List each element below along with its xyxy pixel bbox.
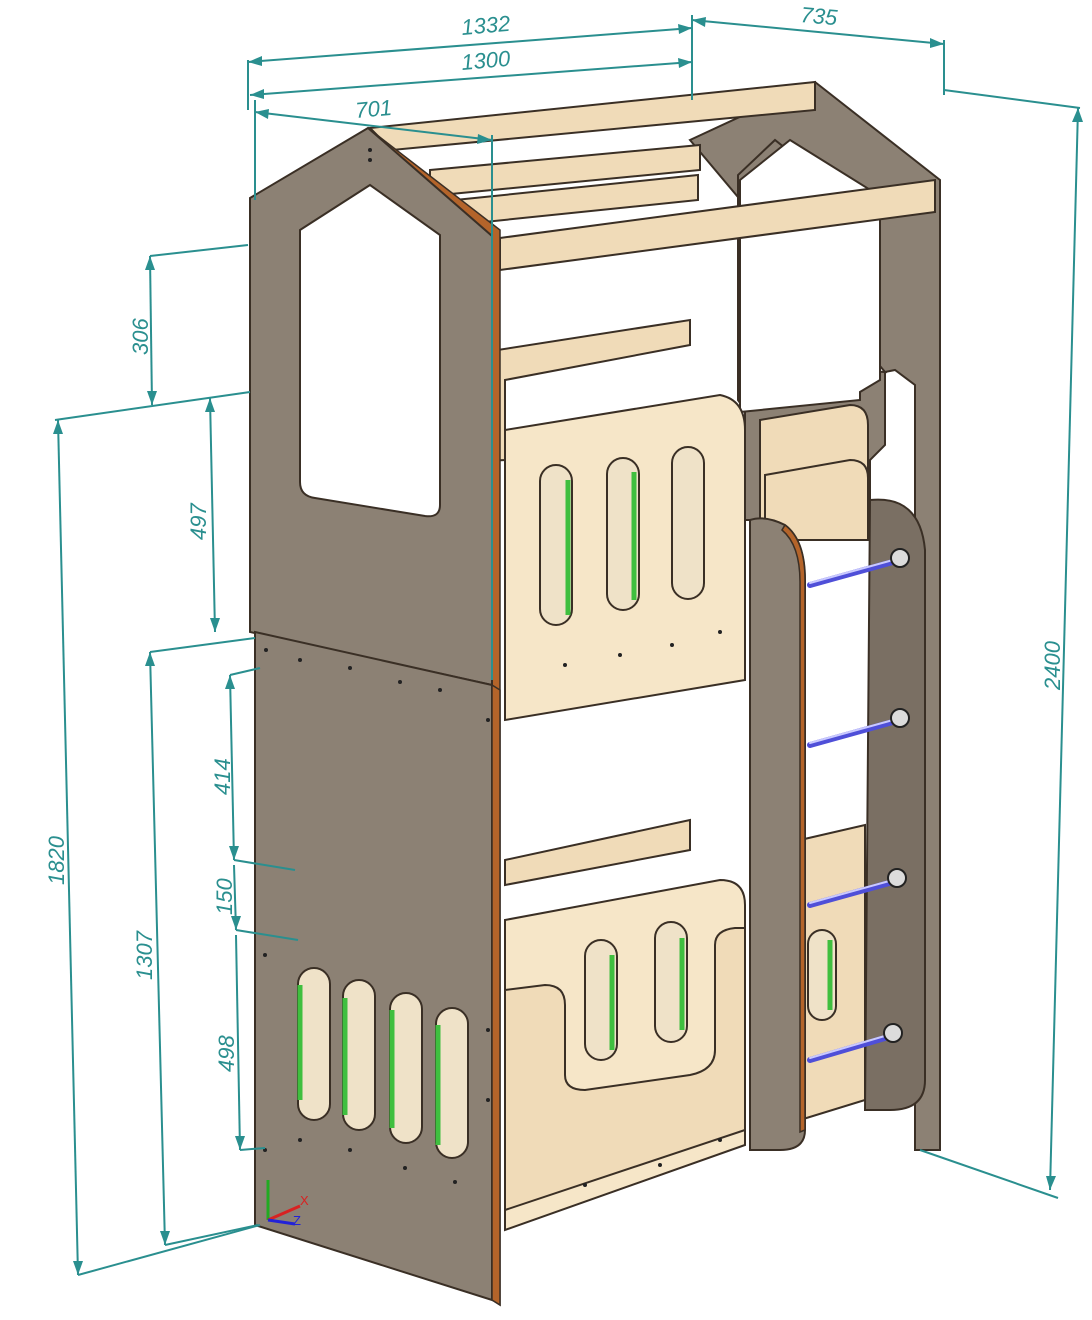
board-screws (563, 630, 722, 1187)
dim-701: 701 (354, 95, 393, 123)
dimension-labels: 1332 1300 735 701 2400 1820 1307 306 497… (44, 2, 1065, 1072)
axis-gizmo: X Z (266, 1180, 309, 1228)
dim-735: 735 (800, 2, 840, 30)
front-end-panel (249, 126, 501, 1307)
ladder-step-plates (759, 403, 869, 541)
lower-back-board (504, 818, 691, 887)
dim-1820: 1820 (44, 835, 69, 885)
ladder-front-stringer (749, 517, 806, 1151)
dim-1332: 1332 (460, 11, 511, 40)
dim-1300: 1300 (460, 46, 512, 75)
lower-front-board (504, 878, 746, 1232)
dim-150: 150 (212, 878, 237, 915)
screw-holes (263, 148, 490, 1184)
dim-306: 306 (128, 318, 153, 355)
axis-z-label: Z (293, 1213, 301, 1228)
dimension-arrows (53, 17, 1083, 1275)
axis-x-label: X (300, 1193, 309, 1208)
dim-497: 497 (186, 503, 211, 540)
ladder-rungs (807, 548, 910, 1063)
roof-rails (367, 80, 936, 272)
dim-1307: 1307 (132, 930, 157, 980)
dim-2400: 2400 (1040, 640, 1065, 691)
dim-414: 414 (210, 758, 235, 795)
dimension-lines (54, 15, 1081, 1276)
dim-498: 498 (214, 1035, 239, 1072)
upper-front-board (504, 393, 746, 722)
lower-end-board (799, 823, 866, 1122)
ladder-back-panel (863, 498, 926, 1111)
